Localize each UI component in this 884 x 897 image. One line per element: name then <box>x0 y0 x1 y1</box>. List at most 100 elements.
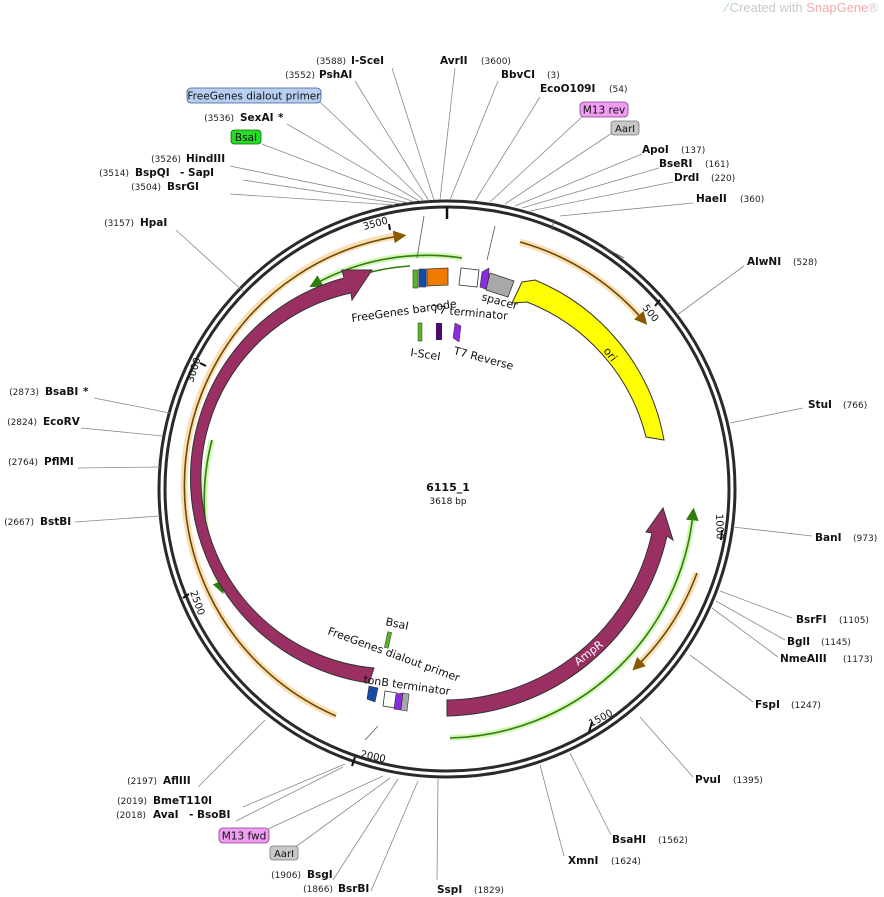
aari-right-tag: AarI <box>615 124 635 135</box>
orf-right-arrow <box>632 572 698 671</box>
feature-connectors <box>364 215 625 741</box>
enzyme-name-sapi: - SapI <box>180 167 214 179</box>
enzyme-pos-bsrfi: (1105) <box>839 616 869 626</box>
enzyme-name-bsrbi: BsrBI <box>338 883 369 895</box>
enzyme-name-hpai: HpaI <box>140 217 167 229</box>
enzyme-name-avrii: AvrII <box>440 55 468 67</box>
inner-dark-mark <box>436 323 442 340</box>
enzyme-pos-hpai: (3157) <box>104 219 134 229</box>
enzyme-name-bsobi: - BsoBI <box>189 809 230 821</box>
plasmid-title: 6115_1 <box>426 481 470 494</box>
enzyme-name-pvui: PvuI <box>695 774 721 786</box>
ampr-feature <box>446 506 674 717</box>
enzyme-pos-avrii: (3600) <box>481 57 511 67</box>
enzyme-name-hindiii: HindIII <box>186 153 225 165</box>
m13-rev-tag-box <box>579 101 629 118</box>
m13-fwd-tag-box <box>218 827 270 844</box>
tick-marks <box>182 223 723 767</box>
isce-mark <box>417 322 423 342</box>
enzyme-name-xmni: XmnI <box>568 855 598 867</box>
enzyme-name-ecoo109i: EcoO109I <box>540 83 595 95</box>
enzyme-pos-bstbi: (2667) <box>4 518 34 528</box>
t7-terminator-feature <box>458 267 480 288</box>
enzyme-pos-psha1: (3552) <box>285 71 315 81</box>
enzyme-name-psha1: PshAI <box>319 69 352 81</box>
enzyme-pos-nmeaiii: (1173) <box>843 655 873 665</box>
dialout-primer-tag: FreeGenes dialout primer <box>187 91 321 103</box>
ori-feature <box>511 279 665 441</box>
enzyme-pos-fspi: (1247) <box>791 701 821 711</box>
right-leader-lines <box>436 67 813 881</box>
enzyme-name-sexai: SexAI <box>240 112 274 124</box>
enzyme-pos-isce1: (3588) <box>316 57 346 67</box>
enzyme-pos-avai: (2018) <box>116 811 146 821</box>
enzyme-pos-bsahi: (1562) <box>658 836 688 846</box>
aari-right-tag-box <box>610 120 640 136</box>
enzyme-pos-sexai: (3536) <box>204 114 234 124</box>
enzyme-pos-apoi: (137) <box>681 146 705 156</box>
watermark-brand: SnapGene <box>806 0 869 15</box>
bottom-blue-mark <box>366 685 379 703</box>
enzyme-pos-afliii: (2197) <box>127 777 157 787</box>
enzyme-star-sexai: * <box>278 112 284 124</box>
enzyme-name-sspi: SspI <box>437 884 462 896</box>
orf-top-right-arrow <box>519 241 648 325</box>
snapgene-watermark: ∕Created with SnapGene® <box>725 0 878 15</box>
snapgene-logo-icon: ∕ <box>725 0 728 15</box>
tick-label-1000: 1000 <box>713 514 725 540</box>
t7-reverse-label: T7 Reverse <box>451 344 515 373</box>
enzyme-name-ecorv: EcoRV <box>43 416 81 428</box>
watermark-reg: ® <box>868 0 878 15</box>
top-feature-cluster <box>412 267 515 343</box>
aari-left-tag-box <box>269 845 299 861</box>
cds-feature <box>189 269 375 684</box>
m13-rev-tag: M13 rev <box>583 105 626 117</box>
enzyme-pos-bbvci: (3) <box>547 71 560 81</box>
enzyme-name-isce1: I-SceI <box>351 55 384 67</box>
green-top-arrow <box>309 254 463 288</box>
enzyme-name-bgli: BglI <box>787 636 810 648</box>
left-leader-lines <box>74 67 435 892</box>
enzyme-name-nmeaiii: NmeAIII <box>780 653 827 665</box>
m13-fwd-tag: M13 fwd <box>222 831 267 843</box>
enzyme-name-bsabi: BsaBI <box>45 386 78 398</box>
right-enzyme-labels: AvrII (3600) BbvCI (3) EcoO109I (54) M13… <box>437 55 877 896</box>
dialout-primer-tag-box <box>186 87 322 104</box>
enzyme-pos-bsgi: (1906) <box>271 871 301 881</box>
enzyme-name-apoi: ApoI <box>642 144 669 156</box>
enzyme-name-bbvci: BbvCI <box>501 69 535 81</box>
enzyme-pos-pvui: (1395) <box>733 776 763 786</box>
aari-left-tag: AarI <box>274 849 294 860</box>
enzyme-pos-haeii: (360) <box>740 195 764 205</box>
enzyme-pos-bspqi: (3514) <box>99 169 129 179</box>
enzyme-star-bsabi: * <box>83 386 89 398</box>
spacer-feature <box>485 272 515 298</box>
backbone-outer-ring <box>157 199 737 779</box>
enzyme-name-pflmi: PflMI <box>44 456 74 468</box>
bsai-site-mark <box>412 269 419 289</box>
bsai-tag: BsaI <box>235 132 257 144</box>
enzyme-name-bseri: BseRI <box>659 158 692 170</box>
enzyme-pos-ecoo109i: (54) <box>609 85 627 95</box>
bottom-feature-cluster <box>366 631 410 712</box>
enzyme-name-bsrfi: BsrFI <box>796 614 827 626</box>
cds-label: isopiperitenol carveol dehydrogenase <box>238 361 280 568</box>
bottom-spacer-mark <box>400 692 410 712</box>
enzyme-pos-pflmi: (2764) <box>8 458 38 468</box>
enzyme-name-bspqi: BspQI <box>135 167 170 179</box>
tick-label-500: 500 <box>640 303 661 325</box>
enzyme-pos-bsrgi: (3504) <box>131 183 161 193</box>
bsai-tag-box <box>230 129 262 145</box>
enzyme-name-bstbi: BstBI <box>40 516 71 528</box>
isce-label: I-SceI <box>410 346 442 363</box>
left-enzyme-labels: (3588) I-SceI (3552) PshAI FreeGenes dia… <box>4 55 384 895</box>
orf-left-arrow <box>183 230 407 717</box>
enzyme-name-bsgi: BsgI <box>307 869 333 881</box>
enzyme-pos-bani: (973) <box>853 534 877 544</box>
enzyme-name-bsrgi: BsrGI <box>167 181 199 193</box>
enzyme-name-alwni: AlwNI <box>747 256 781 268</box>
enzyme-pos-bseri: (161) <box>705 160 729 170</box>
bottom-bsai-mark <box>384 631 392 649</box>
enzyme-name-bsahi: BsaHI <box>612 834 646 846</box>
green-bottom-right-arrow <box>449 507 699 739</box>
